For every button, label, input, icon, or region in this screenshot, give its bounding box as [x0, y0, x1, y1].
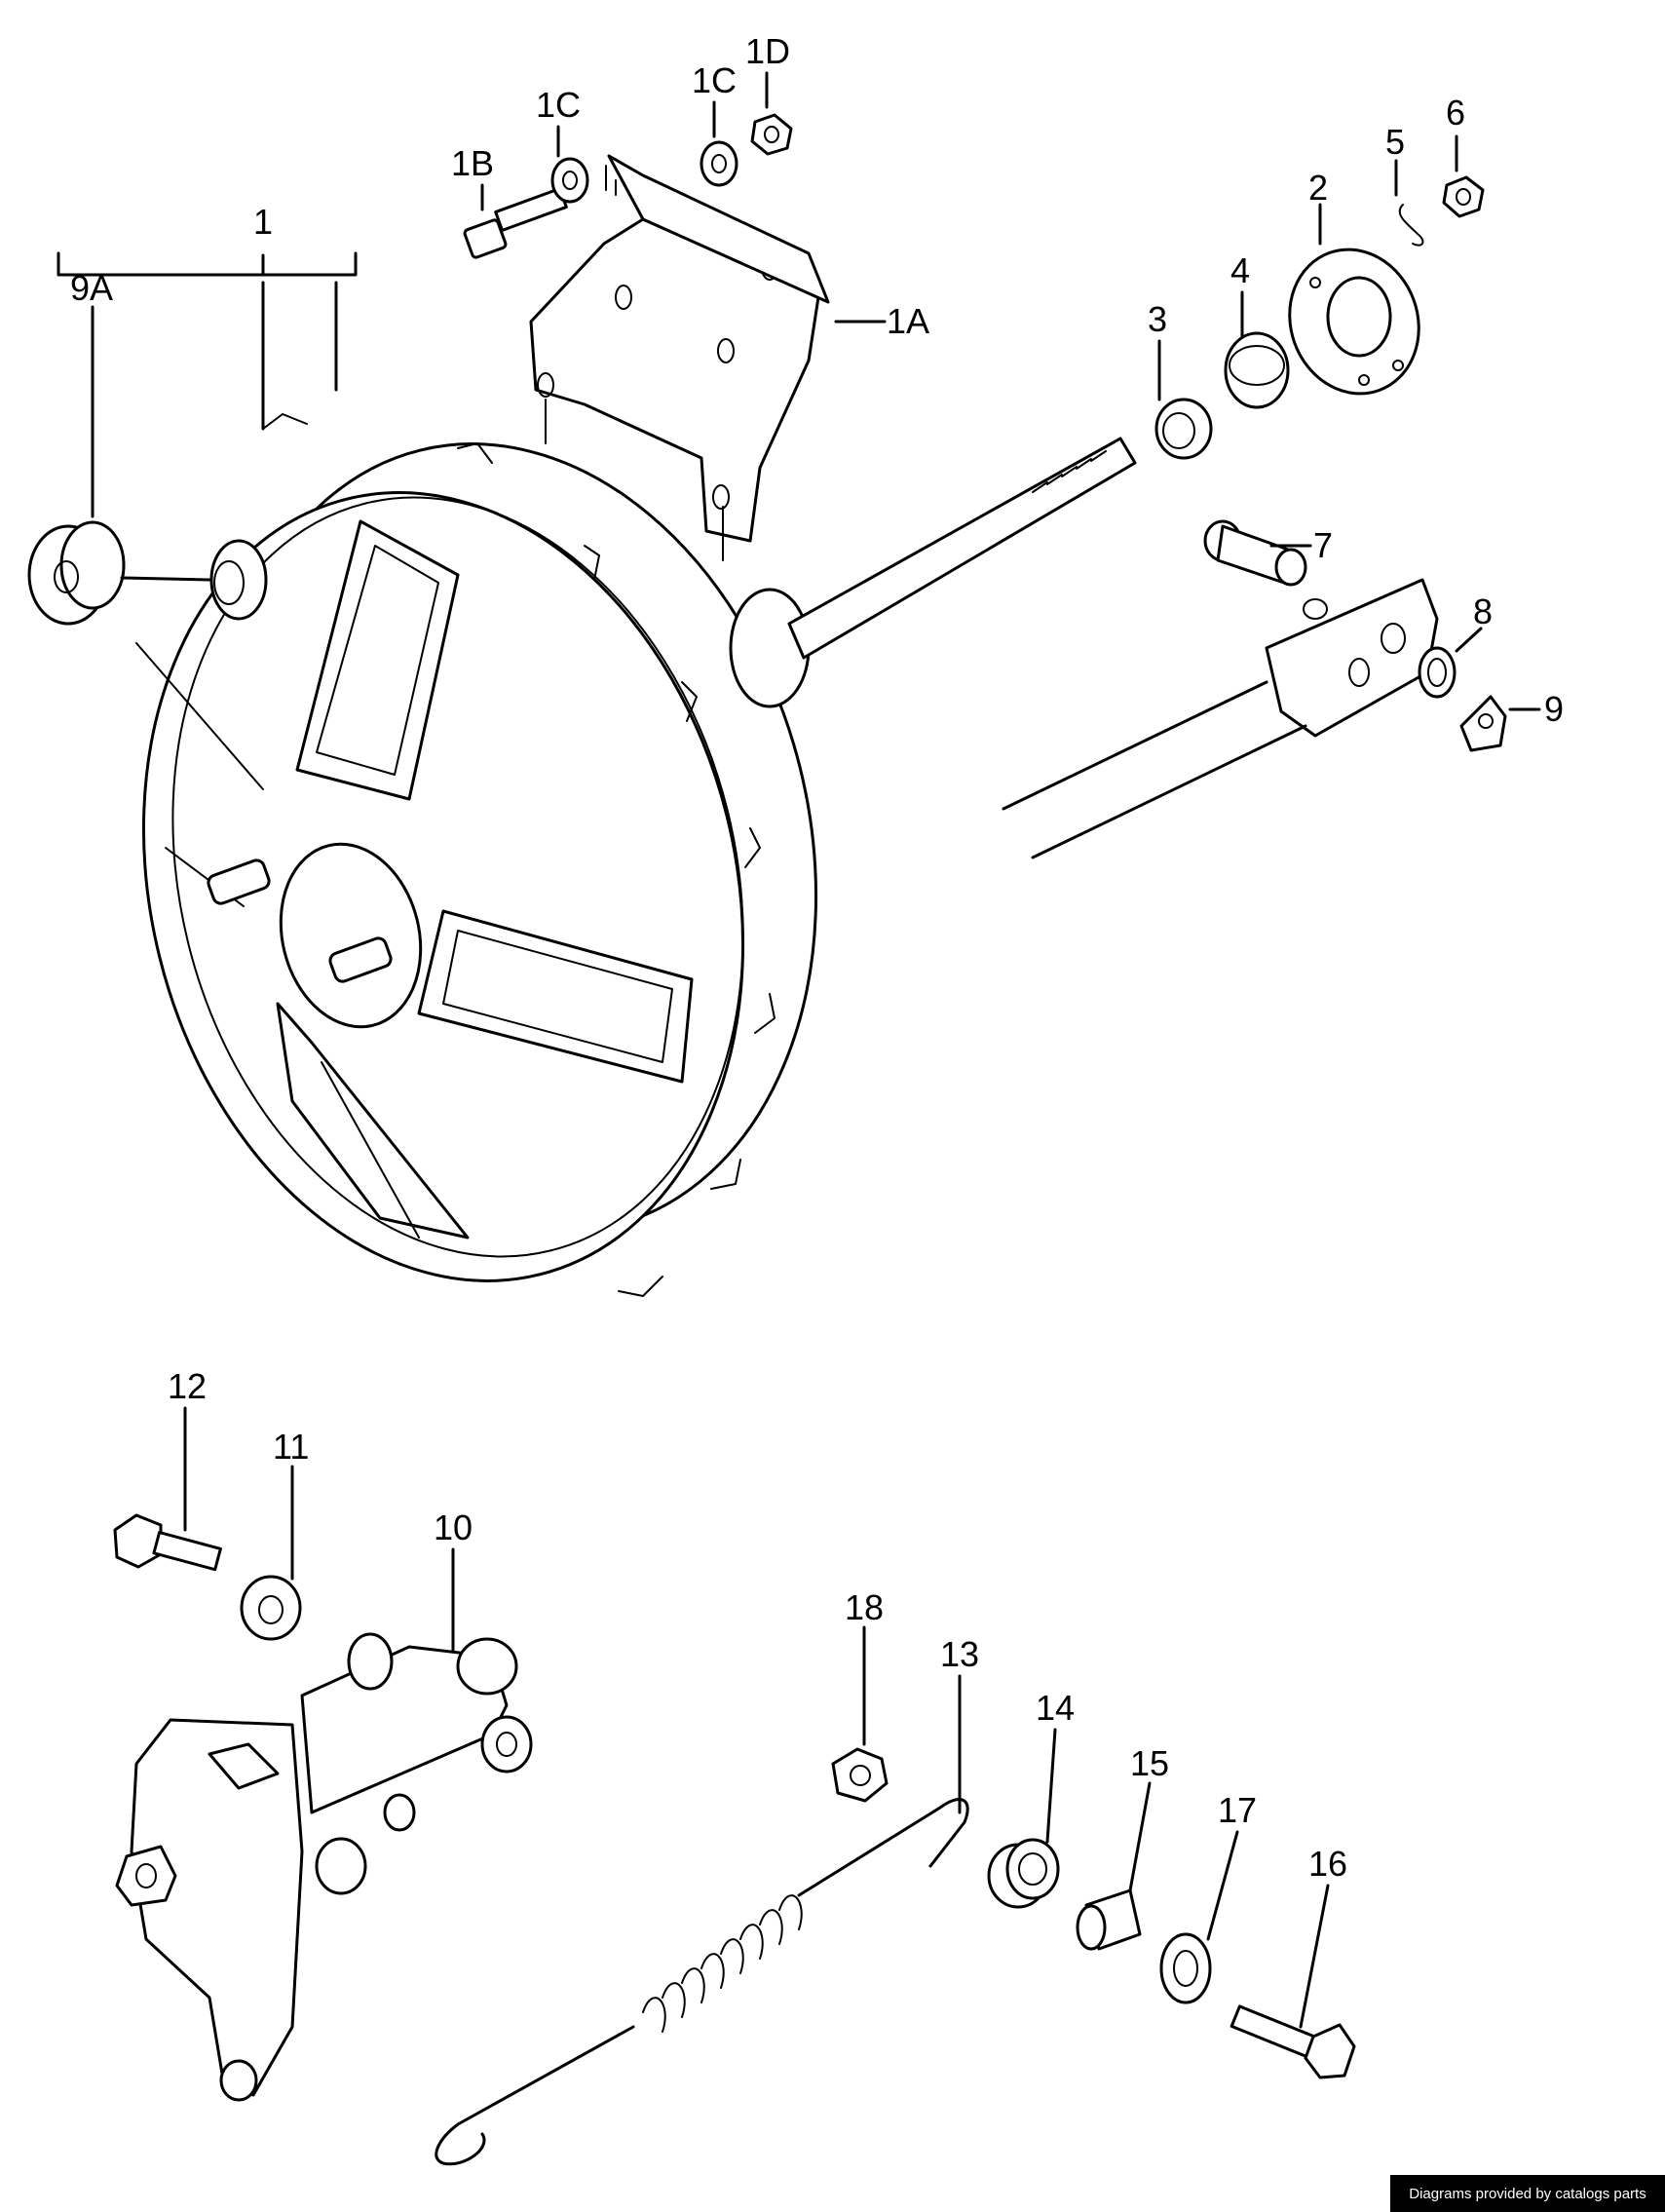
- bush-4: [1224, 331, 1290, 409]
- callout-13: 13: [940, 1634, 979, 1674]
- pin-7: [1203, 519, 1307, 587]
- callout-9: 9: [1544, 689, 1564, 729]
- callout-12: 12: [168, 1366, 207, 1406]
- nut-18: [831, 1747, 889, 1803]
- callout-16: 16: [1308, 1844, 1347, 1884]
- washer-17: [1159, 1932, 1212, 2004]
- clip-5: [1398, 204, 1424, 247]
- lock-washer-11: [240, 1575, 302, 1641]
- bush-14: [987, 1838, 1060, 1909]
- flange-2: [1288, 248, 1420, 396]
- callout-18: 18: [845, 1587, 884, 1627]
- bolt-1b: [463, 187, 568, 259]
- bolt-16: [1230, 2004, 1356, 2079]
- leader-lines: [57, 71, 1541, 2029]
- sleeve-15: [1076, 1888, 1142, 1951]
- washer-8: [1418, 646, 1457, 699]
- washer-1c: [550, 140, 738, 204]
- callout-1a: 1A: [887, 301, 929, 341]
- callout-3: 3: [1148, 299, 1167, 339]
- spring-13: [435, 1798, 969, 2166]
- callout-15: 15: [1130, 1743, 1169, 1783]
- callout-5: 5: [1385, 122, 1405, 162]
- callout-17: 17: [1218, 1790, 1257, 1830]
- callout-6: 6: [1446, 93, 1465, 133]
- bolt-12: [113, 1513, 222, 1572]
- clevis: [1002, 578, 1439, 859]
- clip-9: [1459, 695, 1507, 752]
- callout-8: 8: [1473, 591, 1493, 631]
- callout-1c-2: 1C: [692, 60, 737, 100]
- nut-6: [1442, 175, 1485, 218]
- seal-3: [1154, 398, 1213, 460]
- callout-10: 10: [434, 1507, 473, 1547]
- callout-2: 2: [1308, 168, 1328, 208]
- callout-14: 14: [1036, 1688, 1075, 1728]
- credit-banner: Diagrams provided by catalogs parts: [1390, 2175, 1665, 2212]
- mounting-bracket: [529, 154, 830, 561]
- grommet-9a: [27, 520, 126, 626]
- callout-9a: 9A: [70, 268, 113, 308]
- brake-booster: [135, 413, 1137, 1297]
- callout-7: 7: [1313, 525, 1333, 565]
- callout-11: 11: [273, 1427, 309, 1467]
- callout-1c: 1C: [536, 85, 581, 125]
- callout-1: 1: [253, 202, 273, 242]
- nut-1d: [750, 113, 793, 156]
- callout-1b: 1B: [451, 143, 494, 183]
- callout-1d: 1D: [745, 31, 790, 71]
- booster-stud: [207, 858, 393, 983]
- callout-4: 4: [1230, 250, 1250, 290]
- brake-pressure-regulator: [115, 1632, 533, 2102]
